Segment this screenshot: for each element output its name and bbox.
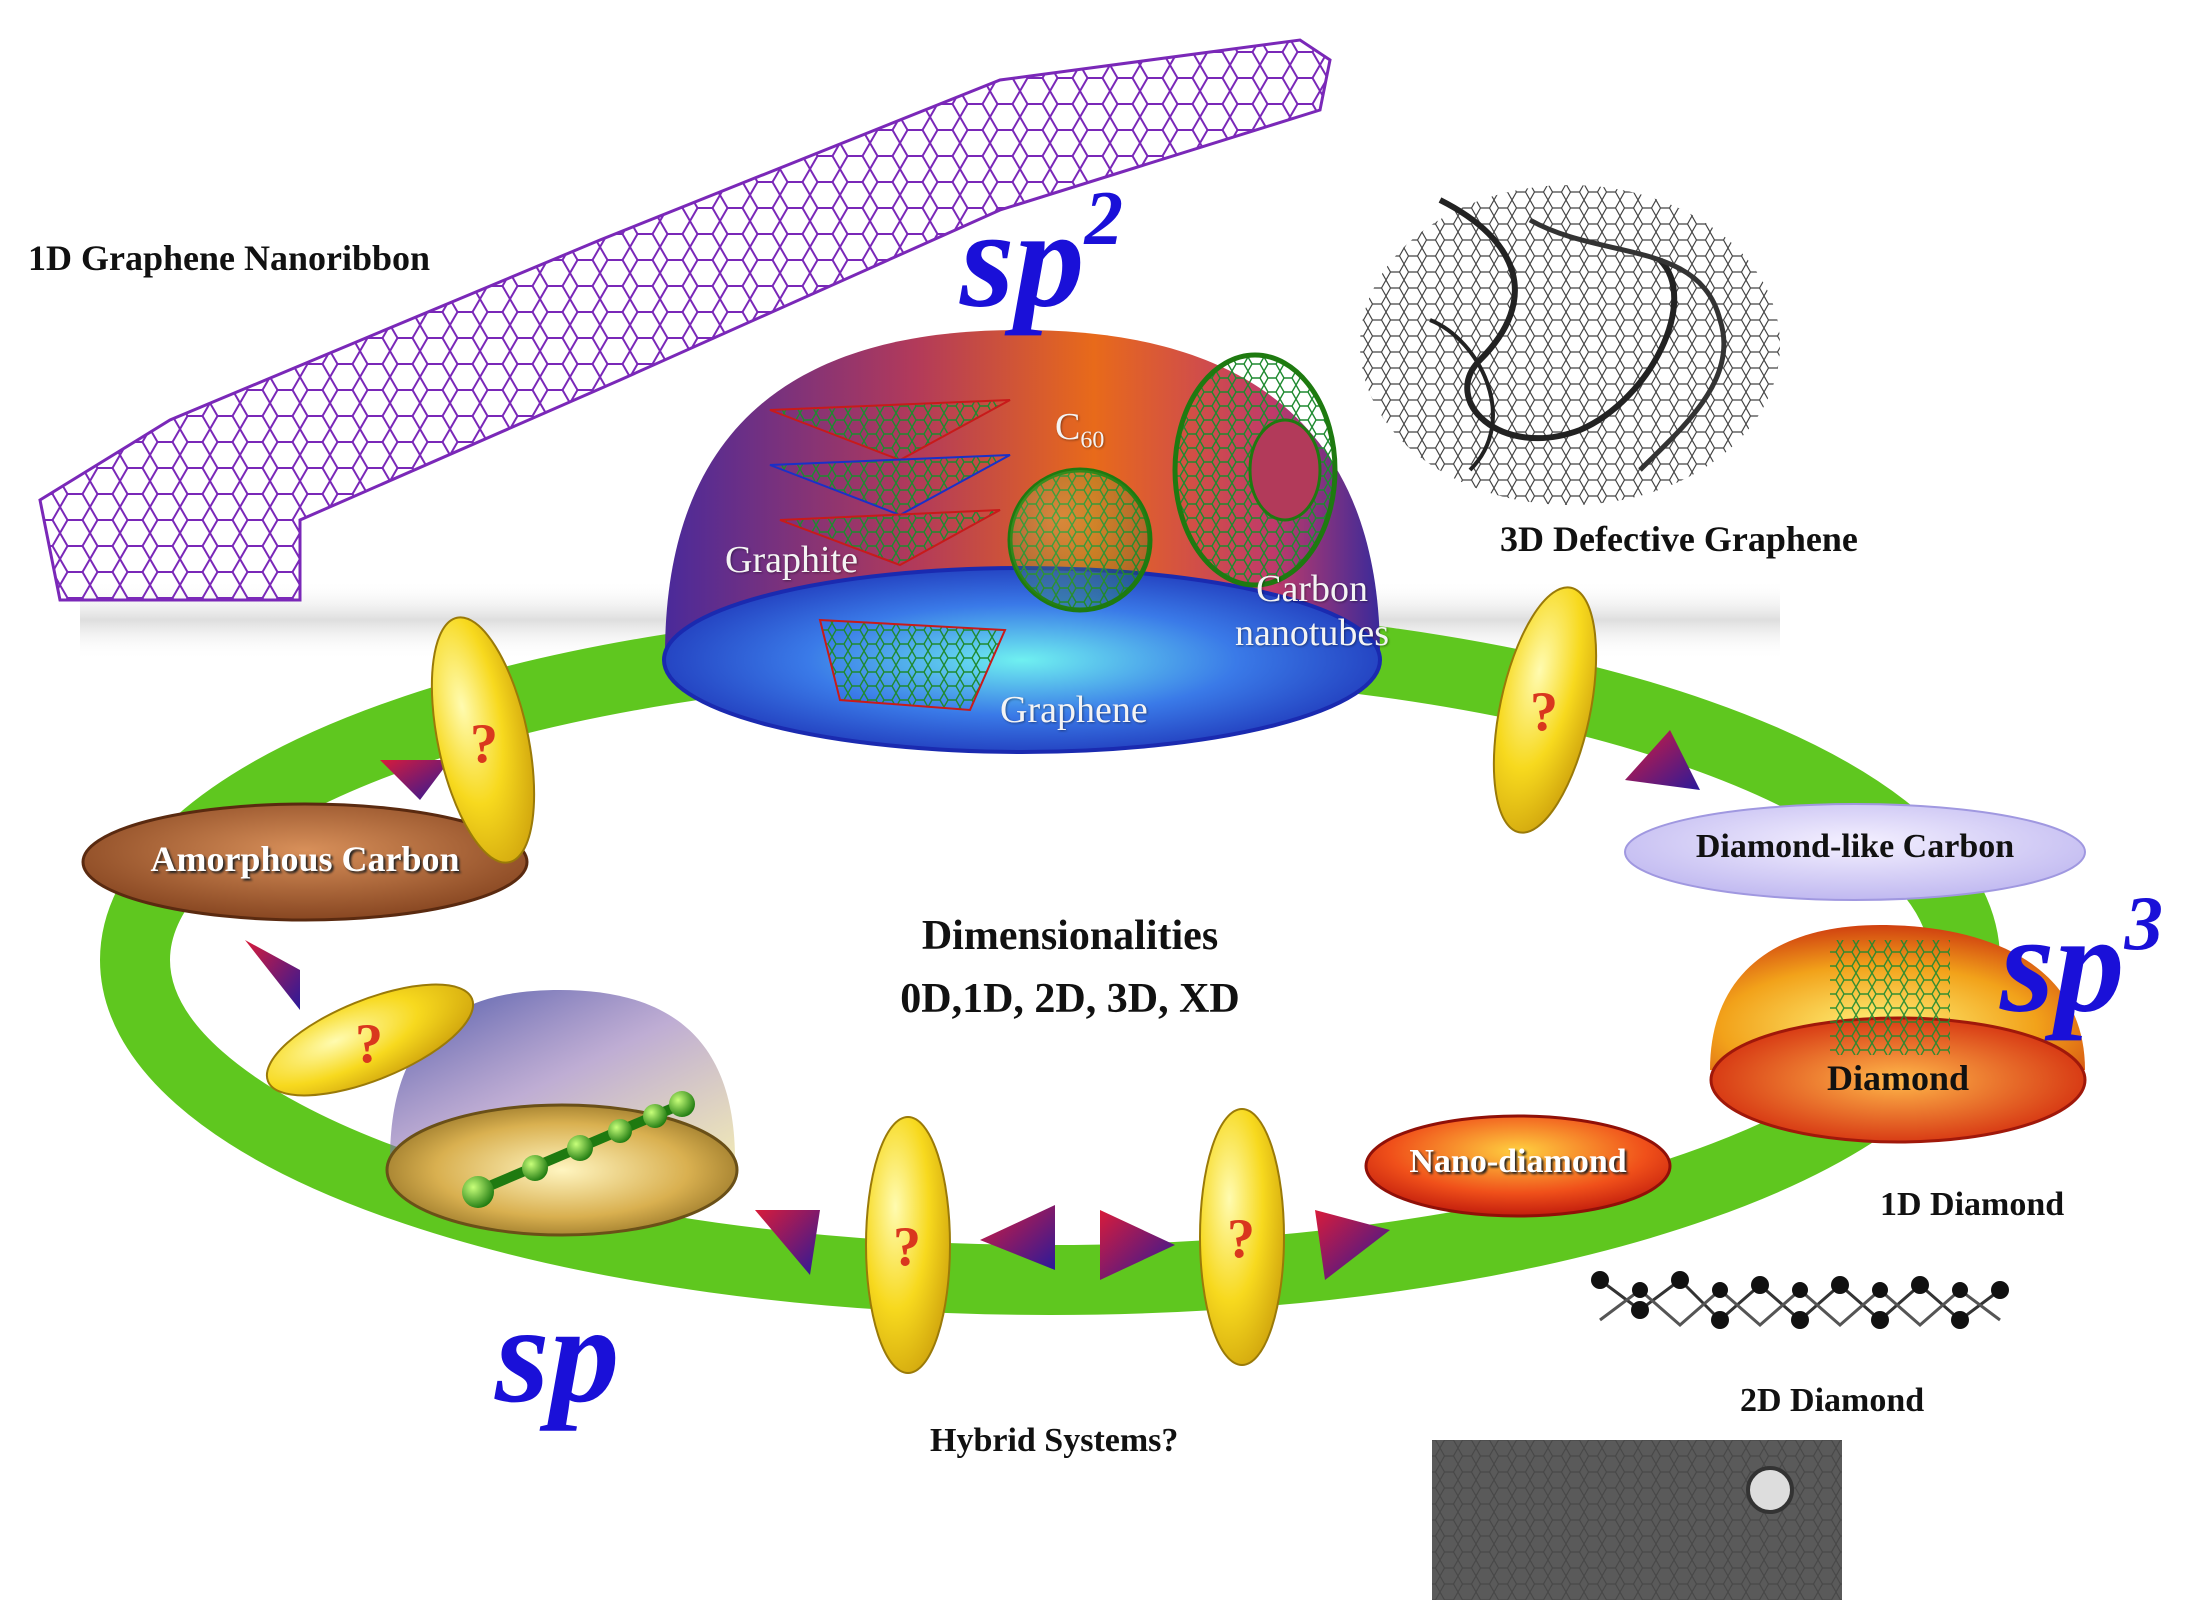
center-label: Dimensionalities 0D,1D, 2D, 3D, XD: [790, 905, 1350, 1031]
arrow-triangle: [755, 1210, 820, 1275]
arrow-triangle: [380, 760, 450, 800]
c60-label: C60: [1055, 405, 1104, 455]
question-mark: ?: [1227, 1208, 1255, 1270]
sp2-dome: [662, 330, 1382, 754]
diamond-1d-label: 1D Diamond: [1880, 1186, 2065, 1223]
diamond-like-carbon-label: Diamond-like Carbon: [1695, 828, 2015, 865]
graphene-nanoribbon-label: 1D Graphene Nanoribbon: [28, 238, 431, 278]
defective-graphene-label: 3D Defective Graphene: [1500, 519, 1858, 559]
transition-lens: [430, 616, 536, 864]
sp2-base: sp: [960, 181, 1085, 337]
graphene-label: Graphene: [1000, 689, 1148, 731]
defective-graphene-graphic: [1360, 185, 1780, 505]
hybrid-systems-label: Hybrid Systems?: [930, 1422, 1179, 1459]
transition-lens: [1199, 1108, 1285, 1366]
diamond-2d-graphic: [1432, 1440, 1842, 1600]
diamond-label: Diamond: [1826, 1058, 1970, 1098]
arrow-triangle: [1315, 1210, 1390, 1280]
diamond-1d-graphic: [1591, 1271, 2009, 1329]
amorphous-carbon-pill: [81, 802, 529, 922]
nano-diamond-label: Nano-diamond: [1409, 1143, 1627, 1180]
transition-lens: [865, 1116, 951, 1374]
sp3-label: sp3: [2000, 885, 2163, 1035]
c60-sub: 60: [1080, 427, 1105, 454]
carbon-nanotubes-line1: Carbon: [1256, 568, 1368, 610]
sp3-dome: [1709, 925, 2087, 1144]
graphene-nanoribbon-graphic: [38, 38, 1332, 602]
question-mark: ?: [1530, 681, 1558, 743]
amorphous-carbon-label: Amorphous Carbon: [150, 839, 460, 879]
carbon-nanotubes-label: Carbon nanotubes: [1235, 568, 1389, 655]
arrow-triangle: [980, 1205, 1055, 1270]
arrow-triangle: [245, 940, 300, 1010]
sp3-base: sp: [2000, 886, 2125, 1042]
nano-diamond-pill: [1364, 1114, 1672, 1218]
transition-lens: [265, 983, 475, 1097]
sp3-sup: 3: [2124, 880, 2163, 966]
graphite-label: Graphite: [725, 539, 858, 581]
arrow-triangle: [1100, 1210, 1175, 1280]
sp-label: sp: [495, 1285, 619, 1425]
sp2-label: sp2: [960, 180, 1123, 330]
dimensionalities-label: Dimensionalities: [921, 913, 1219, 959]
transition-lens: [1492, 586, 1598, 834]
sp-base: sp: [495, 1277, 620, 1432]
carbon-nanotubes-line2: nanotubes: [1235, 611, 1390, 654]
sp2-sup: 2: [1084, 175, 1123, 261]
diamond-2d-label: 2D Diamond: [1740, 1382, 1925, 1419]
question-mark: ?: [470, 713, 498, 775]
c60-base: C: [1055, 406, 1081, 448]
dimensions-list-label: 0D,1D, 2D, 3D, XD: [900, 976, 1240, 1022]
question-mark: ?: [355, 1013, 383, 1075]
arrow-triangle: [1625, 730, 1700, 790]
question-mark: ?: [893, 1216, 921, 1278]
sp-dome: [385, 990, 739, 1237]
diamond-like-carbon-pill: [1624, 803, 2086, 901]
